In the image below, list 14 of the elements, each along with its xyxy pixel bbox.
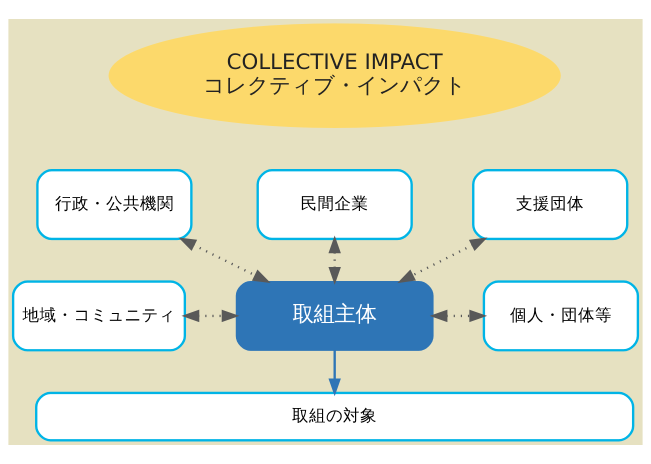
arrow xyxy=(397,237,488,284)
node-box: 民間企業 xyxy=(256,169,413,240)
arrow xyxy=(181,310,240,322)
arrow xyxy=(328,350,341,396)
arrow xyxy=(328,235,341,285)
node-box: 取組の対象 xyxy=(35,392,634,442)
node-box: 支援団体 xyxy=(472,169,628,240)
arrow xyxy=(178,237,271,284)
node-box: 地域・コミュニティ xyxy=(12,280,186,352)
node-box: 行政・公共機関 xyxy=(36,169,193,240)
node-box: 取組主体 xyxy=(236,280,434,351)
arrow xyxy=(430,310,488,322)
node-ellipse: COLLECTIVE IMPACT コレクティブ・インパクト xyxy=(108,23,561,128)
node-box: 個人・団体等 xyxy=(482,280,640,352)
